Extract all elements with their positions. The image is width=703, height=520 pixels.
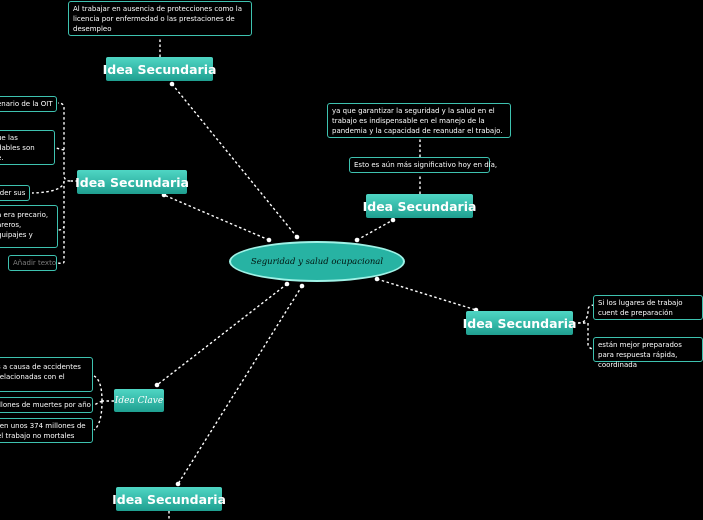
note-key-1-line2: relacionadas con el xyxy=(0,373,65,381)
link-right xyxy=(376,278,477,311)
link-left xyxy=(163,194,270,241)
idea-right-top[interactable]: Idea Secundaria xyxy=(363,194,476,218)
note-right-top[interactable]: ya que garantizar la seguridad y la salu… xyxy=(327,103,511,138)
idea-top[interactable]: Idea Secundaria xyxy=(103,57,216,81)
link-left-notes xyxy=(31,102,78,265)
idea-left[interactable]: Idea Secundaria xyxy=(75,170,189,194)
note-left-4-line2: areros, xyxy=(0,221,22,229)
note-key-1[interactable]: s a causa de accidentes relacionadas con… xyxy=(0,357,93,392)
link-bottom xyxy=(177,285,303,485)
idea-top-label: Idea Secundaria xyxy=(102,61,217,77)
note-right-b[interactable]: están mejor preparados para respuesta rá… xyxy=(593,337,703,369)
note-right-a[interactable]: Si los lugares de trabajo cuent de prepa… xyxy=(593,295,703,320)
note-left-1[interactable]: enario de la OIT xyxy=(0,96,57,112)
note-key-2[interactable]: illones de muertes por año xyxy=(0,397,93,413)
note-right-a-text: Si los lugares de trabajo cuent de prepa… xyxy=(598,299,683,317)
note-key-3[interactable]: ren unos 374 millones de el trabajo no m… xyxy=(0,418,93,443)
central-topic[interactable]: Seguridad y salud ocupacional xyxy=(229,241,405,282)
note-right-mid[interactable]: Esto es aún más significativo hoy en día… xyxy=(349,157,497,173)
link-key xyxy=(156,283,288,386)
note-top-text: Al trabajar en ausencia de protecciones … xyxy=(73,5,243,33)
idea-key-label: Idea Clave xyxy=(114,395,164,406)
add-text-placeholder[interactable]: Añadir texto xyxy=(8,255,57,271)
link-right-top xyxy=(356,219,394,241)
note-left-3-text: rder sus xyxy=(0,189,26,197)
central-topic-label: Seguridad y salud ocupacional xyxy=(250,256,384,267)
note-key-2-text: illones de muertes por año xyxy=(0,401,91,409)
note-key-3-line2: el trabajo no mortales xyxy=(0,432,75,440)
idea-right-top-label: Idea Secundaria xyxy=(362,198,477,214)
add-text-placeholder-label: Añadir texto xyxy=(13,259,57,267)
idea-left-label: Idea Secundaria xyxy=(75,174,189,190)
idea-bottom-label: Idea Secundaria xyxy=(112,491,226,507)
note-left-4[interactable]: a era precario, areros, quipajes y xyxy=(0,205,58,248)
note-right-mid-text: Esto es aún más significativo hoy en día… xyxy=(354,161,498,169)
idea-bottom[interactable]: Idea Secundaria xyxy=(112,487,226,511)
idea-right-label: Idea Secundaria xyxy=(462,315,577,331)
note-left-1-text: enario de la OIT xyxy=(0,100,53,108)
note-right-top-text: ya que garantizar la seguridad y la salu… xyxy=(332,107,503,135)
link-top xyxy=(171,83,298,238)
note-left-2-line2: dables son xyxy=(0,144,35,152)
note-left-2-line1: ue las xyxy=(0,134,18,142)
idea-right[interactable]: Idea Secundaria xyxy=(463,311,576,335)
link-key-notes xyxy=(93,375,114,431)
note-right-b-text: están mejor preparados para respuesta rá… xyxy=(598,341,682,369)
note-left-4-line1: a era precario, xyxy=(0,211,49,219)
note-left-2-line3: e. xyxy=(0,154,4,162)
note-left-2[interactable]: ue las dables son e. xyxy=(0,130,55,165)
note-key-1-line1: s a causa de accidentes xyxy=(0,363,81,371)
note-left-3[interactable]: rder sus xyxy=(0,185,30,201)
note-left-4-line3: quipajes y xyxy=(0,231,33,239)
link-right-notes xyxy=(573,304,596,350)
note-top[interactable]: Al trabajar en ausencia de protecciones … xyxy=(68,1,252,36)
note-key-3-line1: ren unos 374 millones de xyxy=(0,422,86,430)
idea-key[interactable]: Idea Clave xyxy=(114,389,164,412)
